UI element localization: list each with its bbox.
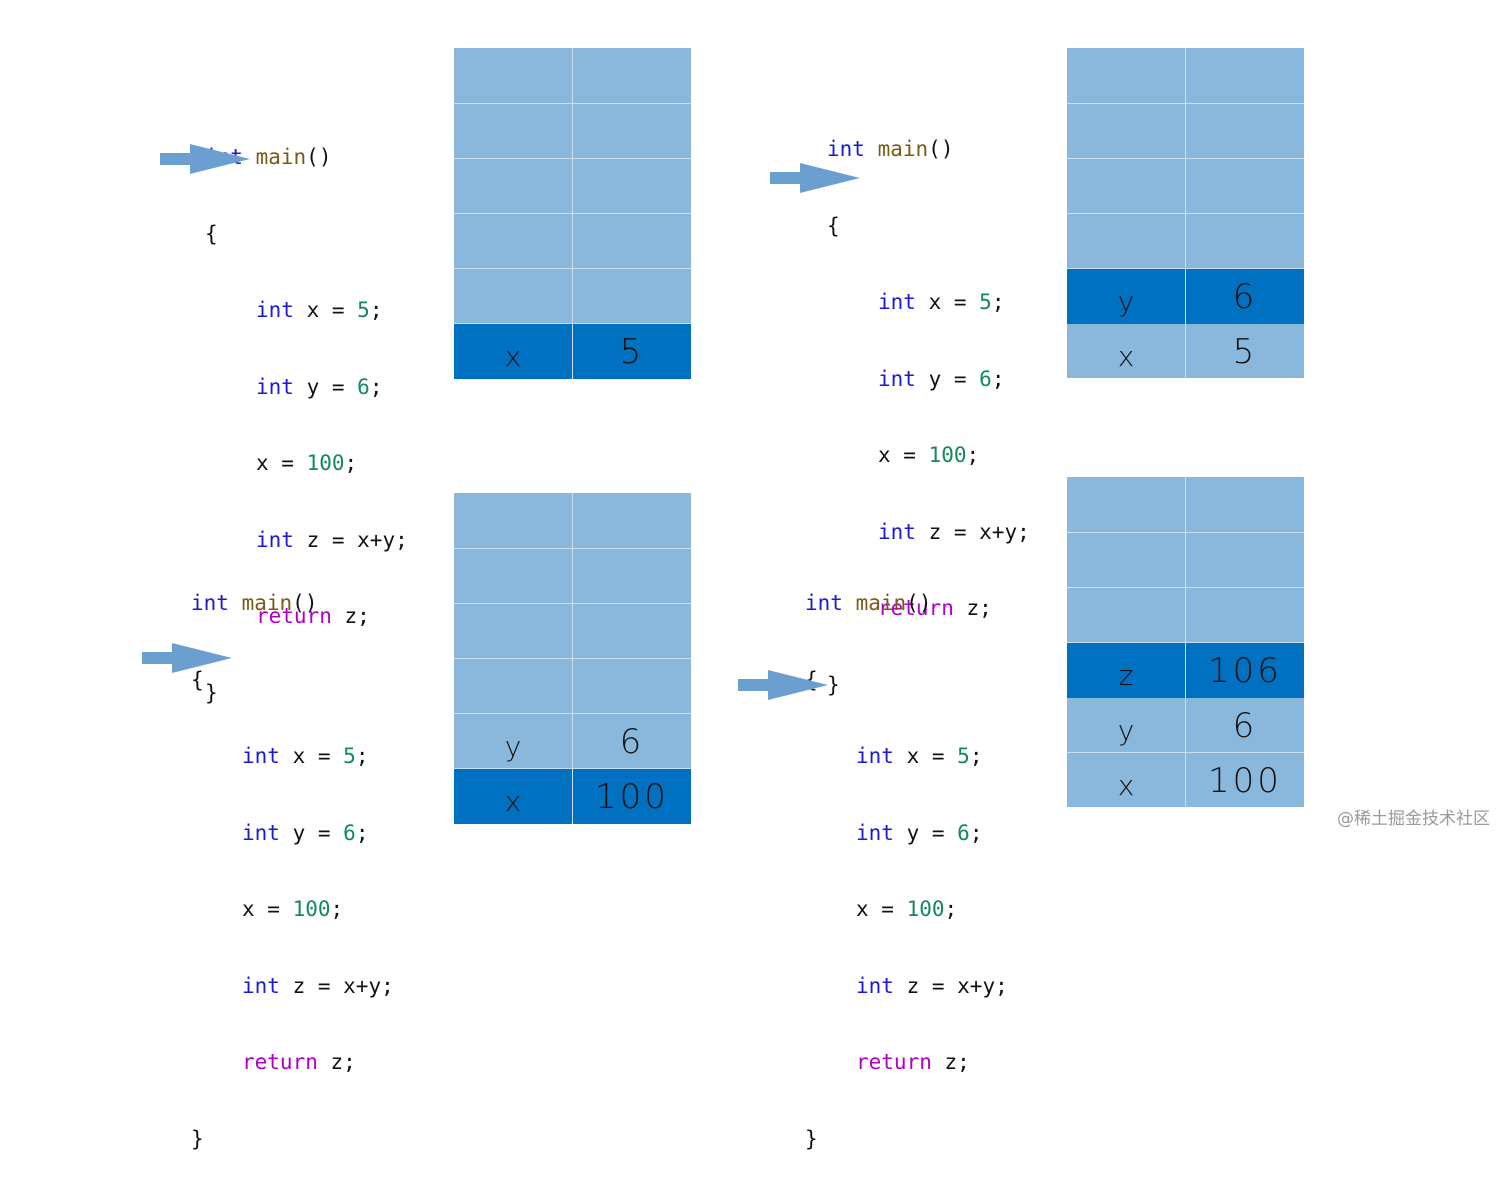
stack-cell-value: 5 [573, 324, 691, 379]
stack-cell-name: x [454, 769, 572, 824]
stack-cell-value: 100 [1208, 760, 1282, 801]
arrow-icon [142, 643, 232, 673]
stack-cell-value: 100 [573, 769, 691, 824]
stack-cell-name: z [1067, 643, 1185, 698]
stack-column-divider [1185, 48, 1186, 378]
arrow-icon [770, 163, 860, 193]
stack-cell-value: 5 [1232, 331, 1258, 372]
stack-3: y 6 x 100 [454, 493, 691, 824]
stack-column-divider [572, 48, 573, 378]
code-block-1: int main() { int x = 5; int y = 6; x = 1… [205, 145, 408, 705]
stack-cell-name: x [1117, 340, 1135, 373]
stack-4: z 106 y 6 x 100 [1067, 477, 1304, 807]
stack-1: x 5 [454, 48, 691, 379]
stack-2: y 6 x 5 [1067, 48, 1304, 378]
stack-cell-name: x [1117, 769, 1135, 802]
stack-cell-value: 106 [1186, 643, 1304, 698]
code-block-4: int main() { int x = 5; int y = 6; x = 1… [805, 591, 1008, 1151]
arrow-icon [738, 670, 828, 700]
stack-cell-name: x [454, 324, 572, 379]
stack-cell-name: y [1117, 714, 1135, 747]
watermark: @稀土掘金技术社区 [1337, 809, 1490, 829]
stack-column-divider [1185, 477, 1186, 807]
stack-cell-value: 6 [1186, 269, 1304, 324]
stack-cell-value: 6 [1232, 705, 1258, 746]
stack-cell-value: 6 [619, 721, 645, 762]
arrow-icon [160, 144, 250, 174]
stack-column-divider [572, 493, 573, 823]
code-block-2: int main() { int x = 5; int y = 6; x = 1… [827, 137, 1030, 697]
code-block-3: int main() { int x = 5; int y = 6; x = 1… [191, 591, 394, 1151]
stack-cell-name: y [1067, 269, 1185, 324]
stack-cell-name: y [504, 730, 522, 763]
